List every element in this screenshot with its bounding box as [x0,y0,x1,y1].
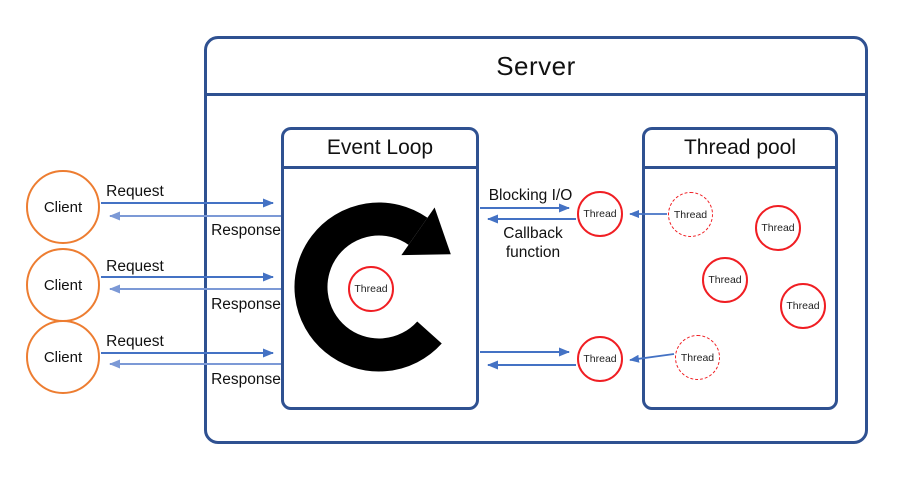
client-label: Client [43,276,83,294]
event-loop-title: Event Loop [326,136,434,159]
thread-label: Thread [680,351,715,364]
thread-label: Thread [673,208,708,221]
response-label-3: Response [211,371,281,388]
worker-thread-circle-bottom: Thread [577,336,623,382]
request-label-3: Request [106,333,164,350]
blocking-io-label: Blocking I/O [488,187,573,204]
thread-label: Thread [354,283,388,295]
event-loop-cycle-icon [294,202,451,372]
request-label-1: Request [106,183,164,200]
client-label: Client [43,198,83,216]
client-circle-3: Client [26,320,100,394]
callback-function-label: Callback function [483,224,583,262]
thread-label: Thread [583,353,617,365]
callback-label-line2: function [505,244,561,261]
pool-thread-circle-dashed-bottom: Thread [675,335,720,380]
thread-label: Thread [761,222,795,234]
callback-label-line1: Callback [503,225,563,242]
client-label: Client [43,348,83,366]
pool-thread-circle-2: Thread [702,257,748,303]
thread-pool-header: Thread pool [645,130,835,169]
thread-label: Thread [786,300,820,312]
request-label-2: Request [106,258,164,275]
response-label-2: Response [211,296,281,313]
server-title: Server [496,50,576,81]
thread-label: Thread [583,208,617,220]
thread-label: Thread [708,274,742,286]
pool-thread-circle-1: Thread [755,205,801,251]
event-loop-thread-circle: Thread [348,266,394,312]
response-label-1: Response [211,222,281,239]
client-circle-1: Client [26,170,100,244]
client-circle-2: Client [26,248,100,322]
pool-thread-circle-3: Thread [780,283,826,329]
pool-thread-circle-dashed-top: Thread [668,192,713,237]
thread-pool-title: Thread pool [683,136,797,159]
worker-thread-circle-top: Thread [577,191,623,237]
server-header: Server [207,39,865,96]
event-loop-header: Event Loop [284,130,476,169]
